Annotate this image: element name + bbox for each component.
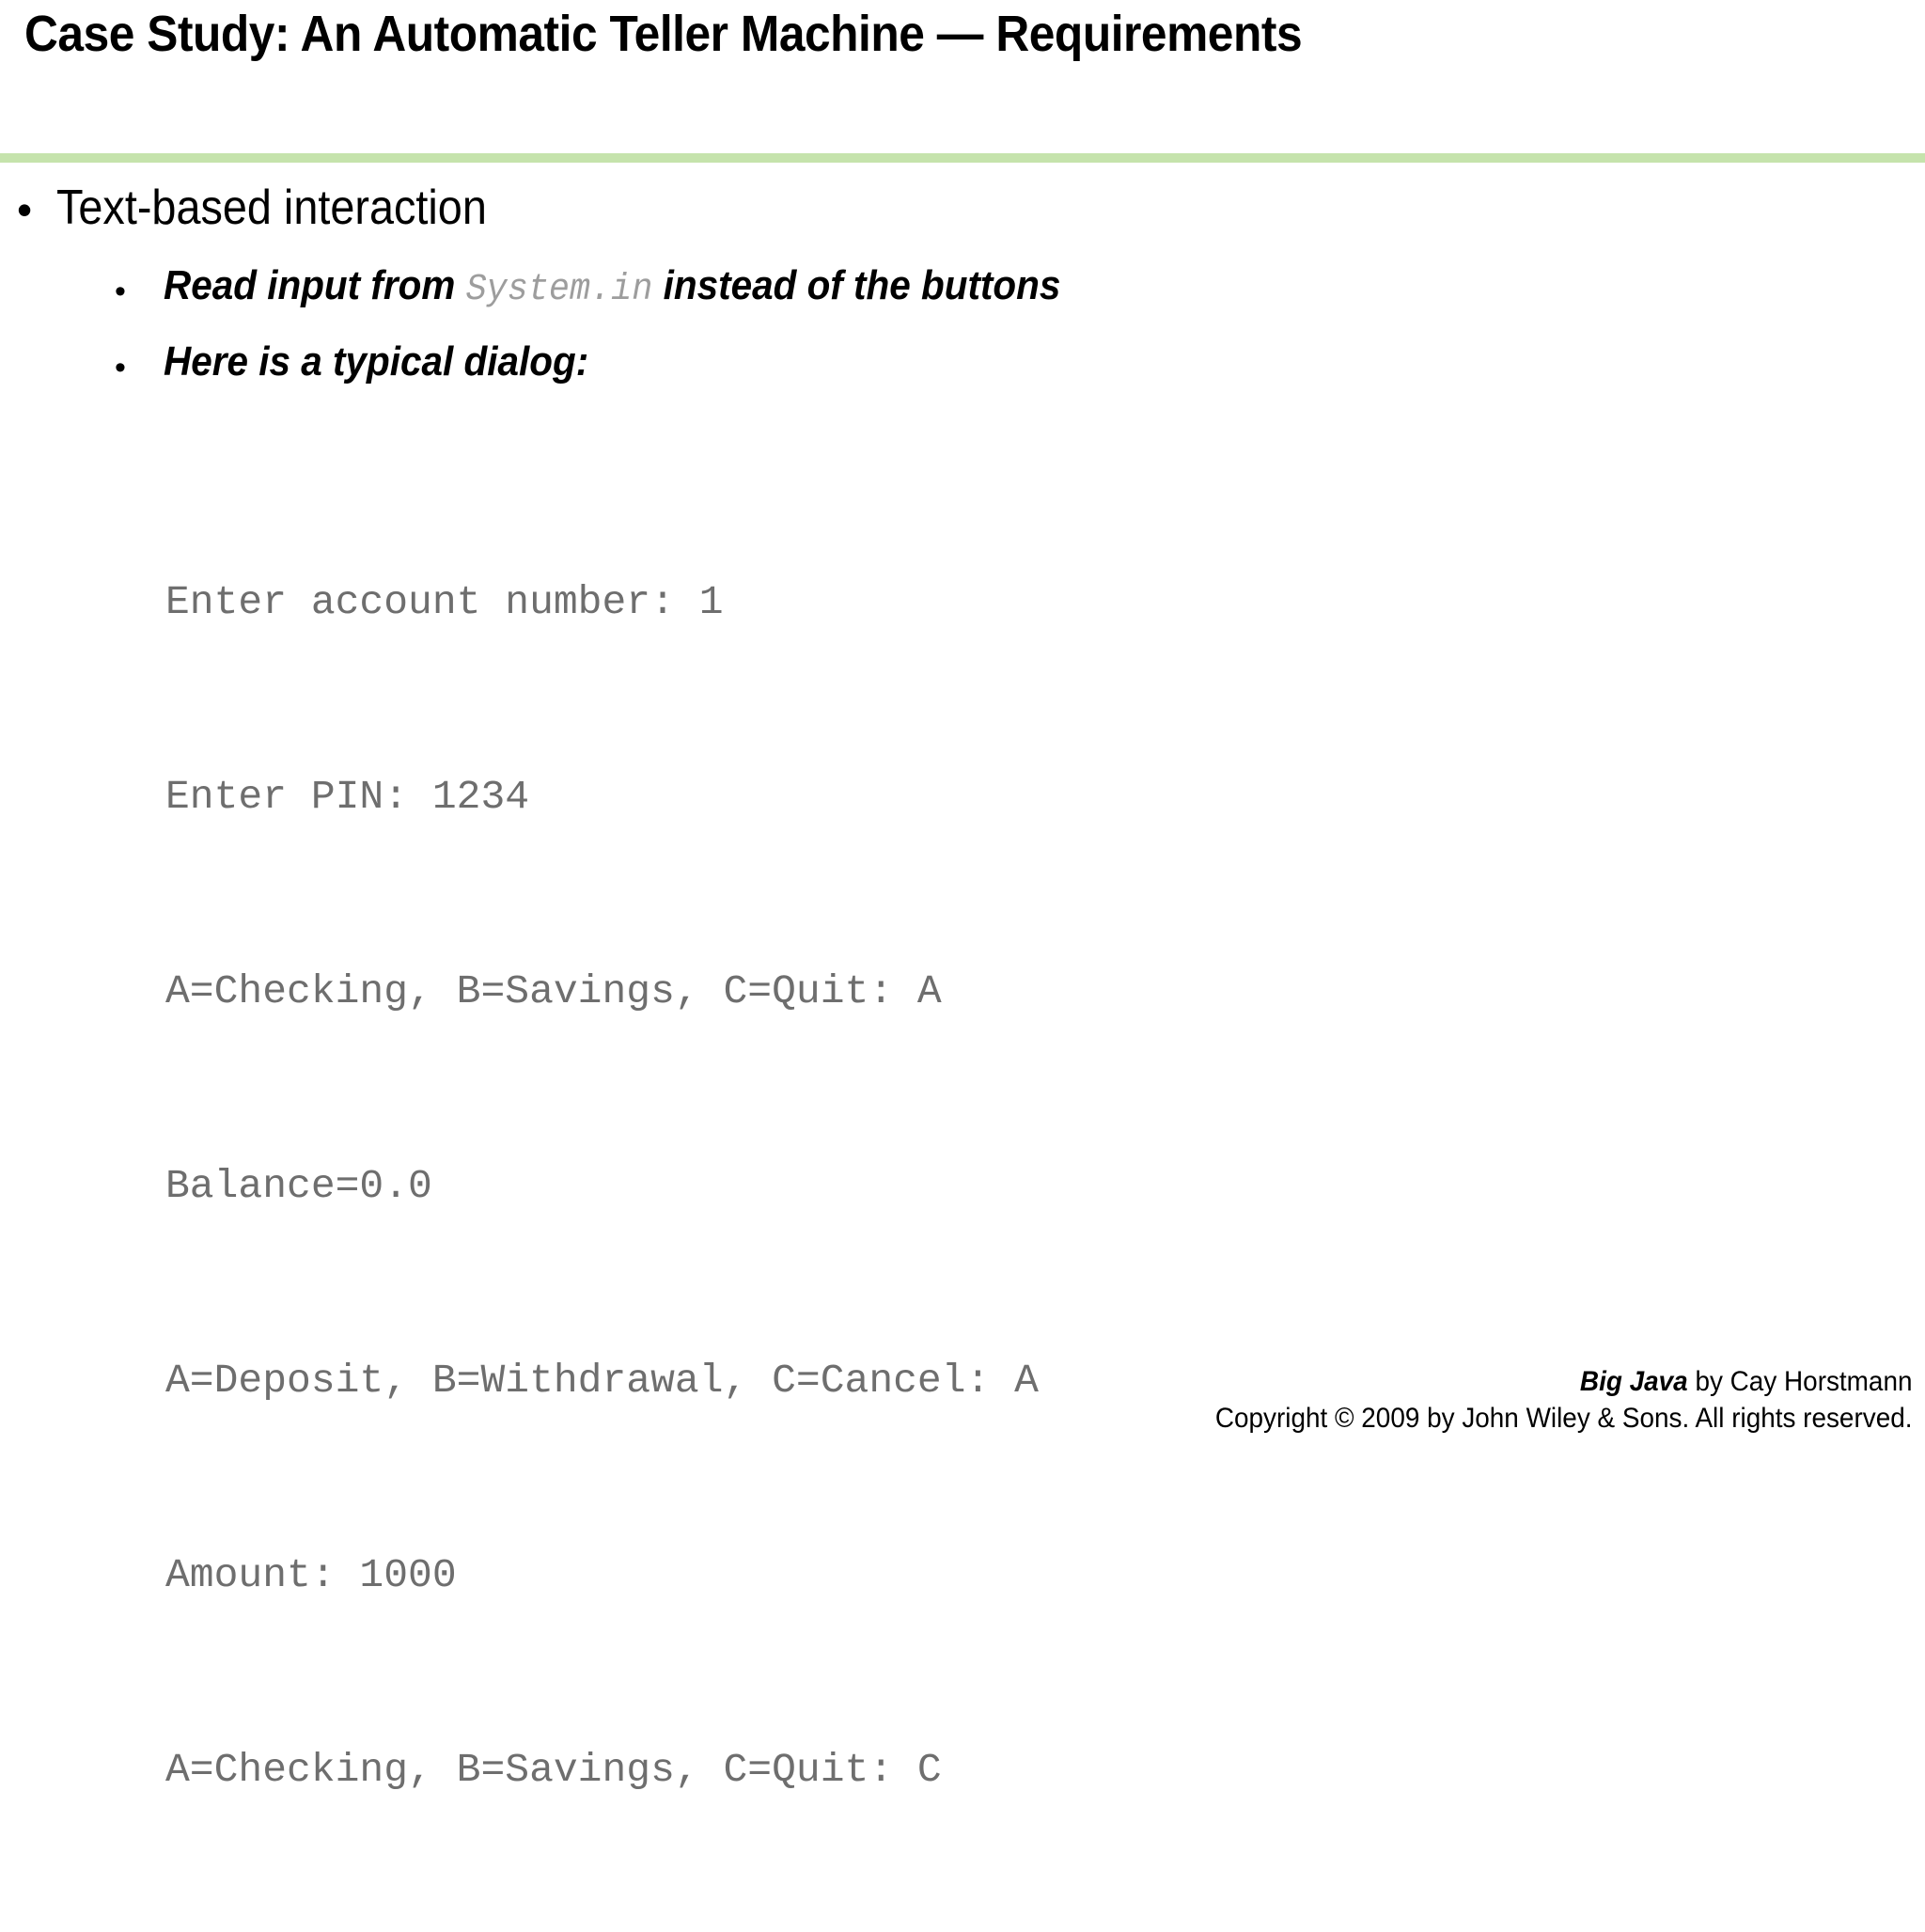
footer-attribution: Big Java by Cay Horstmann — [1214, 1363, 1912, 1400]
dialog-line: A=Checking, B=Savings, C=Quit: C — [165, 1746, 942, 1793]
bullet-level2-typical-dialog: • Here is a typical dialog: — [115, 338, 1925, 385]
bullet-marker-icon: • — [17, 185, 33, 234]
bullet-level1: • Text-based interaction — [17, 182, 1925, 234]
bullet-level2-label: Read input from System.in instead of the… — [164, 261, 1061, 311]
slide-footer: Big Java by Cay Horstmann Copyright © 20… — [1163, 1363, 1912, 1437]
dialog-line: A=Deposit, B=Withdrawal, C=Cancel: A — [165, 1357, 1039, 1404]
slide-body: • Text-based interaction • Read input fr… — [0, 171, 1925, 1932]
footer-book-title: Big Java — [1579, 1366, 1688, 1397]
dialog-line: Enter PIN: 1234 — [165, 773, 530, 820]
dialog-line: Balance=0.0 — [165, 1162, 432, 1209]
atm-dialog-transcript: Enter account number: 1 Enter PIN: 1234 … — [165, 440, 1925, 1932]
footer-copyright: Copyright © 2009 by John Wiley & Sons. A… — [1214, 1403, 1912, 1434]
inline-code-system-in: System.in — [465, 268, 653, 311]
page-title: Case Study: An Automatic Teller Machine … — [24, 6, 1303, 62]
bullet-marker-icon: • — [115, 349, 126, 385]
footer-author: by Cay Horstmann — [1687, 1366, 1912, 1397]
bullet-level2-label: Here is a typical dialog: — [164, 338, 589, 385]
title-divider — [0, 153, 1925, 163]
dialog-line: A=Checking, B=Savings, C=Quit: A — [165, 967, 942, 1014]
bullet-level1-label: Text-based interaction — [56, 181, 487, 235]
bullet-level2-read-input: • Read input from System.in instead of t… — [115, 261, 1925, 311]
bullet-text-after: instead of the buttons — [652, 261, 1061, 308]
bullet-marker-icon: • — [115, 273, 126, 309]
dialog-line: Amount: 1000 — [165, 1551, 457, 1598]
bullet-text-before: Read input from — [164, 261, 466, 308]
dialog-line: Enter account number: 1 — [165, 578, 724, 625]
